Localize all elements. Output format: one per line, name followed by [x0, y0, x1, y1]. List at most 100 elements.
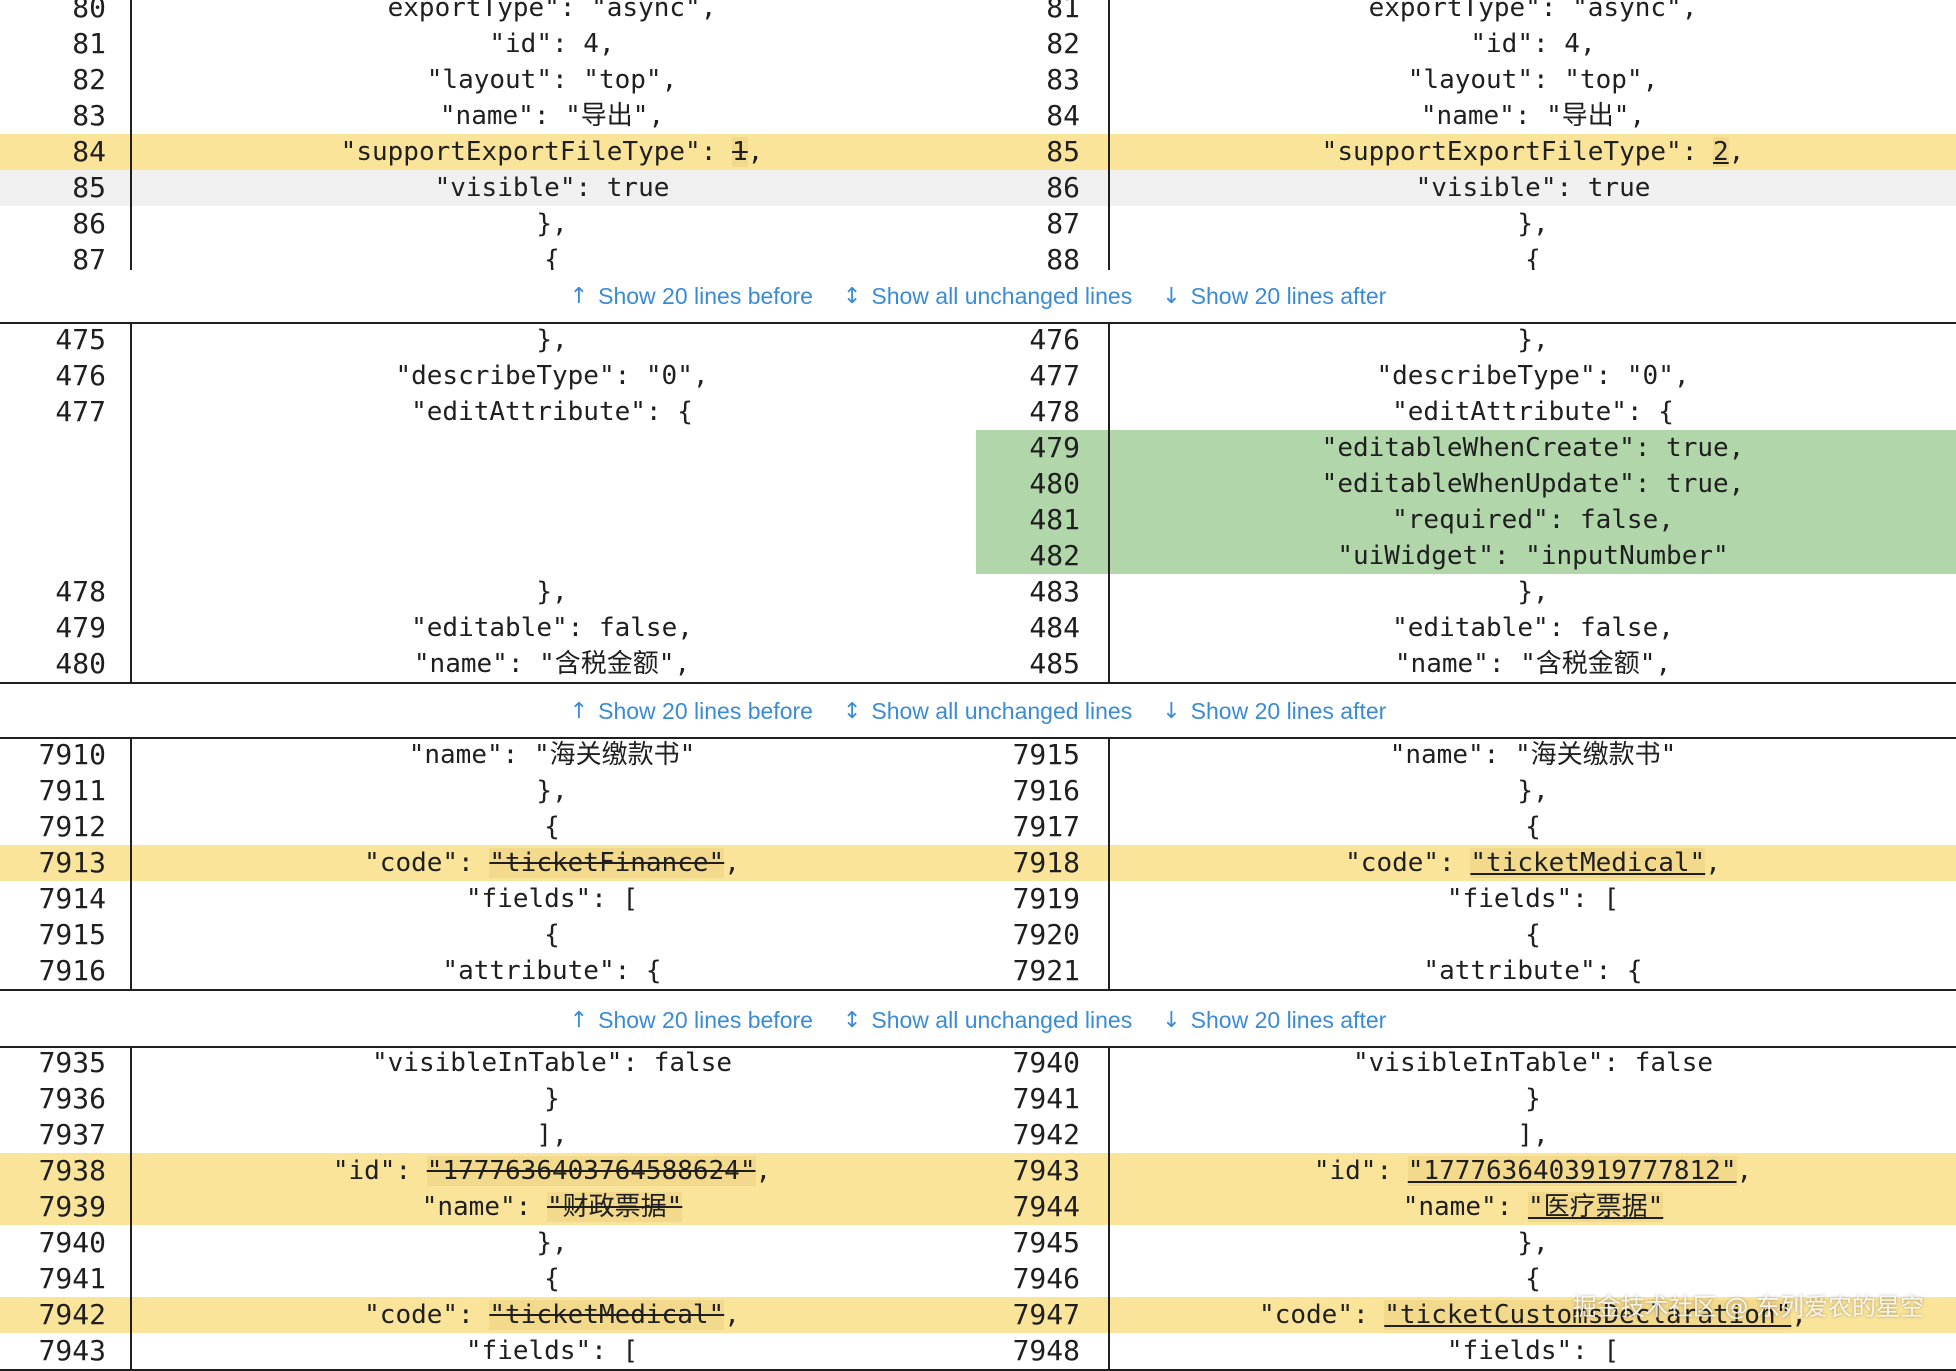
right-line-number: 7940 — [1012, 1046, 1080, 1079]
show-20-lines-before-link[interactable]: ↑Show 20 lines before — [570, 698, 813, 725]
left-line-number: 7912 — [38, 810, 106, 843]
column-divider — [1108, 737, 1110, 989]
right-line-number: 478 — [1029, 395, 1080, 428]
code-text: "name": — [421, 1192, 547, 1222]
diff-row: 7912{7917{ — [0, 809, 1956, 845]
right-code-line: "attribute": { — [1423, 956, 1643, 986]
code-text: "code": — [1259, 1300, 1385, 1330]
left-line-number: 7914 — [38, 882, 106, 915]
right-code-line: "fields": [ — [1446, 884, 1620, 914]
diff-row: 482"uiWidget": "inputNumber" — [0, 538, 1956, 574]
left-line-number: 480 — [55, 647, 106, 680]
left-line-number: 477 — [55, 395, 106, 428]
right-line-number: 85 — [1046, 135, 1080, 168]
right-code-line: "editable": false, — [1392, 613, 1674, 643]
code-text: , — [747, 137, 764, 167]
left-code-line: "supportExportFileType": 1, — [132, 134, 972, 170]
right-code-line: { — [1525, 1264, 1541, 1294]
right-code-line: "uiWidget": "inputNumber" — [1337, 541, 1729, 571]
right-code-line: }, — [1517, 325, 1549, 355]
link-label: Show 20 lines before — [598, 697, 813, 724]
right-line-number: 477 — [1029, 359, 1080, 392]
diff-row: 7938"id": "1777636403764588624",7943"id"… — [0, 1153, 1956, 1189]
diff-row: 7916"attribute": {7921"attribute": { — [0, 953, 1956, 989]
left-line-number: 7940 — [38, 1226, 106, 1259]
arrow-up-icon: ↑ — [569, 1007, 589, 1033]
right-code-line: { — [1525, 920, 1541, 950]
right-line-number: 7945 — [1012, 1226, 1080, 1259]
right-line-number: 7915 — [1012, 738, 1080, 771]
right-code-line: ], — [1517, 1120, 1549, 1150]
left-line-number: 7913 — [38, 846, 106, 879]
left-code-line: "fields": [ — [465, 884, 639, 914]
right-code-line: }, — [1517, 577, 1549, 607]
diff-row: 82"layout": "top",83"layout": "top", — [0, 62, 1956, 98]
left-line-number: 479 — [55, 611, 106, 644]
left-code-line: "name": "财政票据" — [132, 1189, 972, 1225]
right-code-line: "supportExportFileType": 2, — [1110, 134, 1956, 170]
show-20-lines-before-link[interactable]: ↑Show 20 lines before — [570, 283, 813, 310]
link-label: Show all unchanged lines — [871, 282, 1133, 309]
right-line-number: 7918 — [1012, 846, 1080, 879]
left-code-line: } — [544, 1084, 560, 1114]
left-line-number: 7938 — [38, 1154, 106, 1187]
right-line-number: 7921 — [1012, 954, 1080, 987]
diff-hunk: 7910"name": "海关缴款书"7915"name": "海关缴款书"79… — [0, 737, 1956, 991]
left-line-number: 475 — [55, 323, 106, 356]
left-line-number: 478 — [55, 575, 106, 608]
right-code-line: "visible": true — [1415, 173, 1651, 203]
right-code-line: "editAttribute": { — [1392, 397, 1674, 427]
code-text: "supportExportFileType": — [340, 137, 733, 167]
expand-lines-bar: ↑Show 20 lines before ↕Show all unchanged… — [0, 994, 1956, 1048]
left-code-line: { — [544, 812, 560, 842]
right-line-number: 484 — [1029, 611, 1080, 644]
added-highlight — [976, 466, 1956, 502]
right-line-number: 481 — [1029, 503, 1080, 536]
left-code-line: ], — [536, 1120, 568, 1150]
show-20-lines-after-link[interactable]: ↓Show 20 lines after — [1162, 283, 1386, 310]
code-text: , — [724, 1300, 740, 1330]
show-20-lines-after-link[interactable]: ↓Show 20 lines after — [1162, 1007, 1386, 1034]
diff-row: 83"name": "导出",84"name": "导出", — [0, 98, 1956, 134]
left-code-line: "describeType": "0", — [395, 361, 709, 391]
right-line-number: 480 — [1029, 467, 1080, 500]
column-divider — [1108, 322, 1110, 682]
code-text: "supportExportFileType": — [1321, 137, 1714, 167]
left-code-line: "editable": false, — [411, 613, 693, 643]
diff-row: 7910"name": "海关缴款书"7915"name": "海关缴款书" — [0, 737, 1956, 773]
show-all-unchanged-lines-link[interactable]: ↕ Show all unchanged lines — [843, 283, 1132, 310]
left-code-line: }, — [536, 577, 568, 607]
link-label: Show all unchanged lines — [871, 697, 1133, 724]
show-20-lines-before-link[interactable]: ↑Show 20 lines before — [570, 1007, 813, 1034]
right-code-line: { — [1525, 812, 1541, 842]
show-all-unchanged-lines-link[interactable]: ↕Show all unchanged lines — [843, 1007, 1132, 1034]
right-line-number: 7944 — [1012, 1190, 1080, 1223]
code-text: "code": — [1345, 848, 1471, 878]
column-divider — [130, 322, 132, 682]
code-text: "name": — [1402, 1192, 1528, 1222]
left-line-number: 7915 — [38, 918, 106, 951]
left-code-line: "fields": [ — [465, 1336, 639, 1366]
right-line-number: 7920 — [1012, 918, 1080, 951]
code-text: "id": — [1313, 1156, 1408, 1186]
right-code-line: "code": "ticketMedical", — [1110, 845, 1956, 881]
right-line-number: 7948 — [1012, 1334, 1080, 1367]
show-20-lines-after-link[interactable]: ↓Show 20 lines after — [1162, 698, 1386, 725]
left-line-number: 476 — [55, 359, 106, 392]
right-line-number: 483 — [1029, 575, 1080, 608]
diff-row: 7936}7941} — [0, 1081, 1956, 1117]
right-line-number: 83 — [1046, 63, 1080, 96]
arrow-up-down-icon: ↕ — [842, 283, 862, 309]
right-line-number: 476 — [1029, 323, 1080, 356]
arrow-down-icon: ↓ — [1162, 698, 1181, 724]
code-text: , — [1791, 1300, 1807, 1330]
right-line-number: 81 — [1046, 0, 1080, 24]
right-code-line: } — [1525, 1084, 1541, 1114]
diff-row: 7942"code": "ticketMedical",7947"code": … — [0, 1297, 1956, 1333]
show-all-unchanged-lines-link[interactable]: ↕Show all unchanged lines — [843, 698, 1132, 725]
code-text: "id": — [332, 1156, 427, 1186]
diff-row: 479"editableWhenCreate": true, — [0, 430, 1956, 466]
inserted-text: "1777636403919777812" — [1407, 1156, 1737, 1186]
code-text: , — [1705, 848, 1721, 878]
